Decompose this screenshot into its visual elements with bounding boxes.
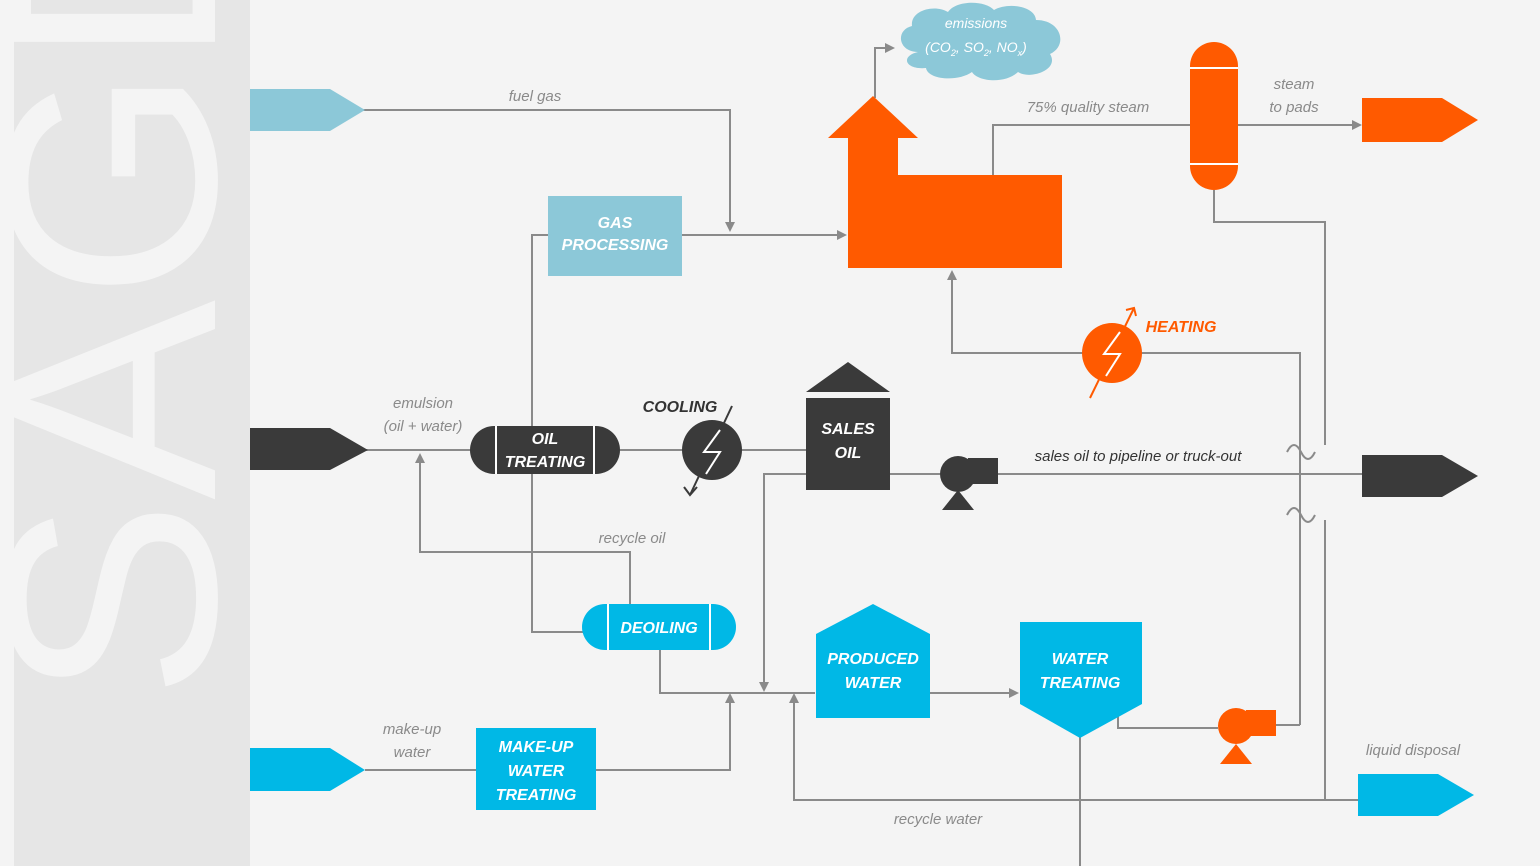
recycle-oil-label: recycle oil [599, 530, 666, 547]
fuel-gas-inlet-tag [250, 89, 365, 131]
makeup-water-label-2: water [394, 744, 432, 761]
pipe-heating-return [1140, 352, 1301, 725]
water-treating-label-1: WATER [1052, 651, 1109, 668]
heating-label: HEATING [1146, 319, 1217, 336]
liquid-disposal-outlet-tag [1358, 774, 1474, 816]
pipe-oil-treating-to-gas-processing [531, 234, 550, 430]
liquid-disposal-label: liquid disposal [1366, 742, 1461, 759]
sales-oil-pump-icon [940, 456, 998, 510]
sidebar-panel [14, 0, 250, 866]
makeup-water-treating-box [476, 728, 596, 810]
gas-processing-box [548, 196, 682, 276]
sales-oil-label-1: SALES [821, 421, 875, 438]
water-treating-label-2: TREATING [1040, 675, 1121, 692]
heating-exchanger [1082, 306, 1142, 399]
pipe-makeup-to-produced [596, 693, 735, 771]
steam-to-pads-label-1: steam [1274, 76, 1315, 93]
steam-outlet-tag [1362, 98, 1478, 142]
emulsion-label-1: emulsion [393, 395, 453, 412]
steam-separator [1190, 42, 1238, 190]
sales-oil-out-label: sales oil to pipeline or truck-out [1035, 448, 1243, 465]
sales-oil-outlet-tag [1362, 455, 1478, 497]
sales-oil-label-2: OIL [835, 445, 862, 462]
recycle-water-label: recycle water [894, 811, 983, 828]
pipe-recycle-oil [415, 453, 631, 604]
deoiling-vessel [582, 604, 736, 650]
pipe-emissions [874, 43, 895, 98]
emulsion-inlet-tag [250, 428, 368, 470]
water-treating-unit [1020, 622, 1142, 738]
pipe-water-treating-to-pump [1117, 712, 1218, 729]
makeup-water-treating-label-3: TREATING [496, 787, 577, 804]
gas-processing-label-2: PROCESSING [562, 237, 669, 254]
gas-processing-label-1: GAS [598, 215, 633, 232]
pipe-quality-steam [992, 124, 1190, 175]
cooling-label: COOLING [643, 399, 718, 416]
quality-steam-label: 75% quality steam [1027, 99, 1150, 116]
makeup-water-treating-label-2: WATER [508, 763, 565, 780]
pipe-to-produced-water [759, 473, 806, 692]
emulsion-label-2: (oil + water) [384, 418, 463, 435]
emissions-formula: (CO2, SO2, NOx) [925, 39, 1027, 58]
makeup-water-label-1: make-up [383, 721, 441, 738]
produced-water-label-2: WATER [845, 675, 902, 692]
svg-text:SAGD: SAGD [0, 0, 279, 700]
steam-generator-stack [828, 96, 918, 138]
pipes [362, 43, 1362, 866]
pipe-fuel-gas [362, 109, 735, 232]
fuel-gas-label: fuel gas [509, 88, 562, 105]
emissions-cloud: emissions (CO2, SO2, NOx) [900, 2, 1061, 81]
pipe-recycle-water [789, 520, 1326, 801]
pipe-heating-to-generator [947, 270, 1083, 354]
water-pump-icon [1218, 708, 1276, 764]
deoiling-label: DEOILING [620, 620, 697, 637]
produced-water-tank [816, 604, 930, 718]
steam-to-pads-label-2: to pads [1269, 99, 1319, 116]
cooling-exchanger [682, 405, 742, 497]
makeup-water-treating-label-1: MAKE-UP [499, 739, 574, 756]
sales-oil-tank [806, 362, 890, 490]
steam-generator [828, 96, 1062, 268]
pipe-separator-return [1213, 190, 1326, 445]
makeup-water-inlet-tag [250, 748, 365, 791]
oil-treating-label-1: OIL [532, 431, 559, 448]
pipe-deoiling-to-produced-water [659, 650, 815, 694]
emissions-label: emissions [945, 15, 1007, 31]
oil-treating-vessel [470, 426, 620, 474]
produced-water-label-1: PRODUCED [827, 651, 919, 668]
oil-treating-label-2: TREATING [505, 454, 586, 471]
pipe-oil-treating-to-deoiling [531, 470, 585, 633]
steam-generator-body [848, 138, 1062, 268]
sagd-watermark: SAGD [0, 0, 279, 700]
